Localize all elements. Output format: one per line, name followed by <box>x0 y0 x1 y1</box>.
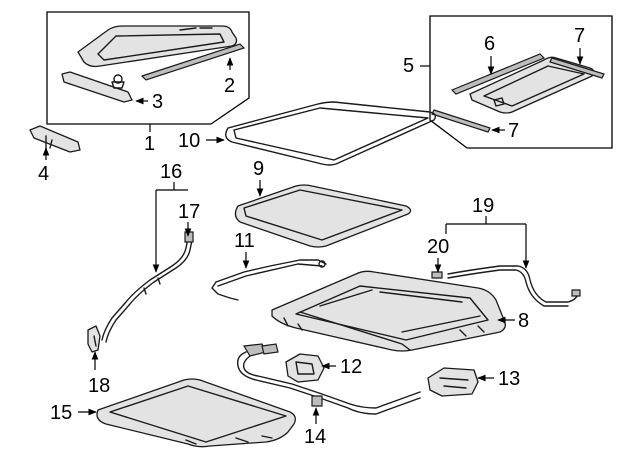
weatherstrip-part-6 <box>450 53 546 95</box>
callout-13: 13 <box>477 368 520 390</box>
callout-15: 15 <box>50 402 97 424</box>
callout-18: 18 <box>88 351 110 397</box>
svg-text:17: 17 <box>178 201 200 223</box>
callout-14: 14 <box>304 407 326 448</box>
svg-text:10: 10 <box>178 130 200 152</box>
hose-end-part-17 <box>184 231 194 243</box>
callout-4: 4 <box>38 147 50 185</box>
callout-19: 19 <box>445 195 530 269</box>
drain-cable-part-11 <box>211 259 327 301</box>
callout-6: 6 <box>484 33 495 75</box>
callout-5: 5 <box>403 55 430 77</box>
weatherstrip-part-2 <box>140 43 246 81</box>
motor-part-12 <box>285 353 325 383</box>
drain-hose-part-16 <box>101 237 193 343</box>
clip-part-18 <box>87 325 101 353</box>
wiring-harness-part-14 <box>236 343 421 415</box>
svg-text:19: 19 <box>472 195 494 217</box>
callout-8: 8 <box>497 310 529 332</box>
svg-text:8: 8 <box>518 310 529 332</box>
group-box-1 <box>46 11 250 132</box>
svg-text:13: 13 <box>498 368 520 390</box>
callout-9: 9 <box>253 158 264 197</box>
svg-text:3: 3 <box>152 91 163 113</box>
svg-text:4: 4 <box>38 163 49 185</box>
clip-part-20 <box>431 271 443 279</box>
callout-10: 10 <box>178 130 225 152</box>
svg-text:20: 20 <box>427 236 449 258</box>
sunshade-part-15 <box>96 378 296 448</box>
callout-20: 20 <box>427 236 449 273</box>
callout-12: 12 <box>321 356 362 378</box>
group-box-5 <box>429 15 613 149</box>
frame-seal-part-10 <box>225 101 437 166</box>
svg-text:12: 12 <box>340 356 362 378</box>
svg-text:15: 15 <box>50 402 72 424</box>
svg-text:9: 9 <box>253 158 264 180</box>
svg-text:14: 14 <box>304 426 326 448</box>
callout-1: 1 <box>144 133 155 155</box>
callout-17: 17 <box>178 201 200 237</box>
glass-panel-assembly <box>77 25 238 68</box>
callout-7-upper: 7 <box>574 25 585 65</box>
svg-text:7: 7 <box>508 120 519 142</box>
rail-bracket-part-3 <box>61 71 133 103</box>
svg-text:16: 16 <box>160 161 182 183</box>
bracket-part-13 <box>427 367 479 397</box>
callout-2: 2 <box>224 57 235 97</box>
svg-text:7: 7 <box>574 25 585 47</box>
seal-part-9 <box>234 184 412 248</box>
drain-tube-part-19 <box>447 265 581 307</box>
bracket-part-4 <box>29 125 81 153</box>
callout-11: 11 <box>234 230 255 269</box>
sunroof-frame-part-8 <box>271 270 506 352</box>
callout-3: 3 <box>135 91 163 113</box>
svg-text:6: 6 <box>484 33 495 55</box>
svg-text:18: 18 <box>88 375 110 397</box>
svg-text:2: 2 <box>224 75 235 97</box>
callout-16: 16 <box>152 161 188 273</box>
svg-text:1: 1 <box>144 133 155 155</box>
seal-strip-part-7-upper <box>549 57 605 79</box>
svg-text:11: 11 <box>234 230 255 252</box>
callout-7-lower: 7 <box>491 120 519 142</box>
svg-text:5: 5 <box>403 55 414 77</box>
